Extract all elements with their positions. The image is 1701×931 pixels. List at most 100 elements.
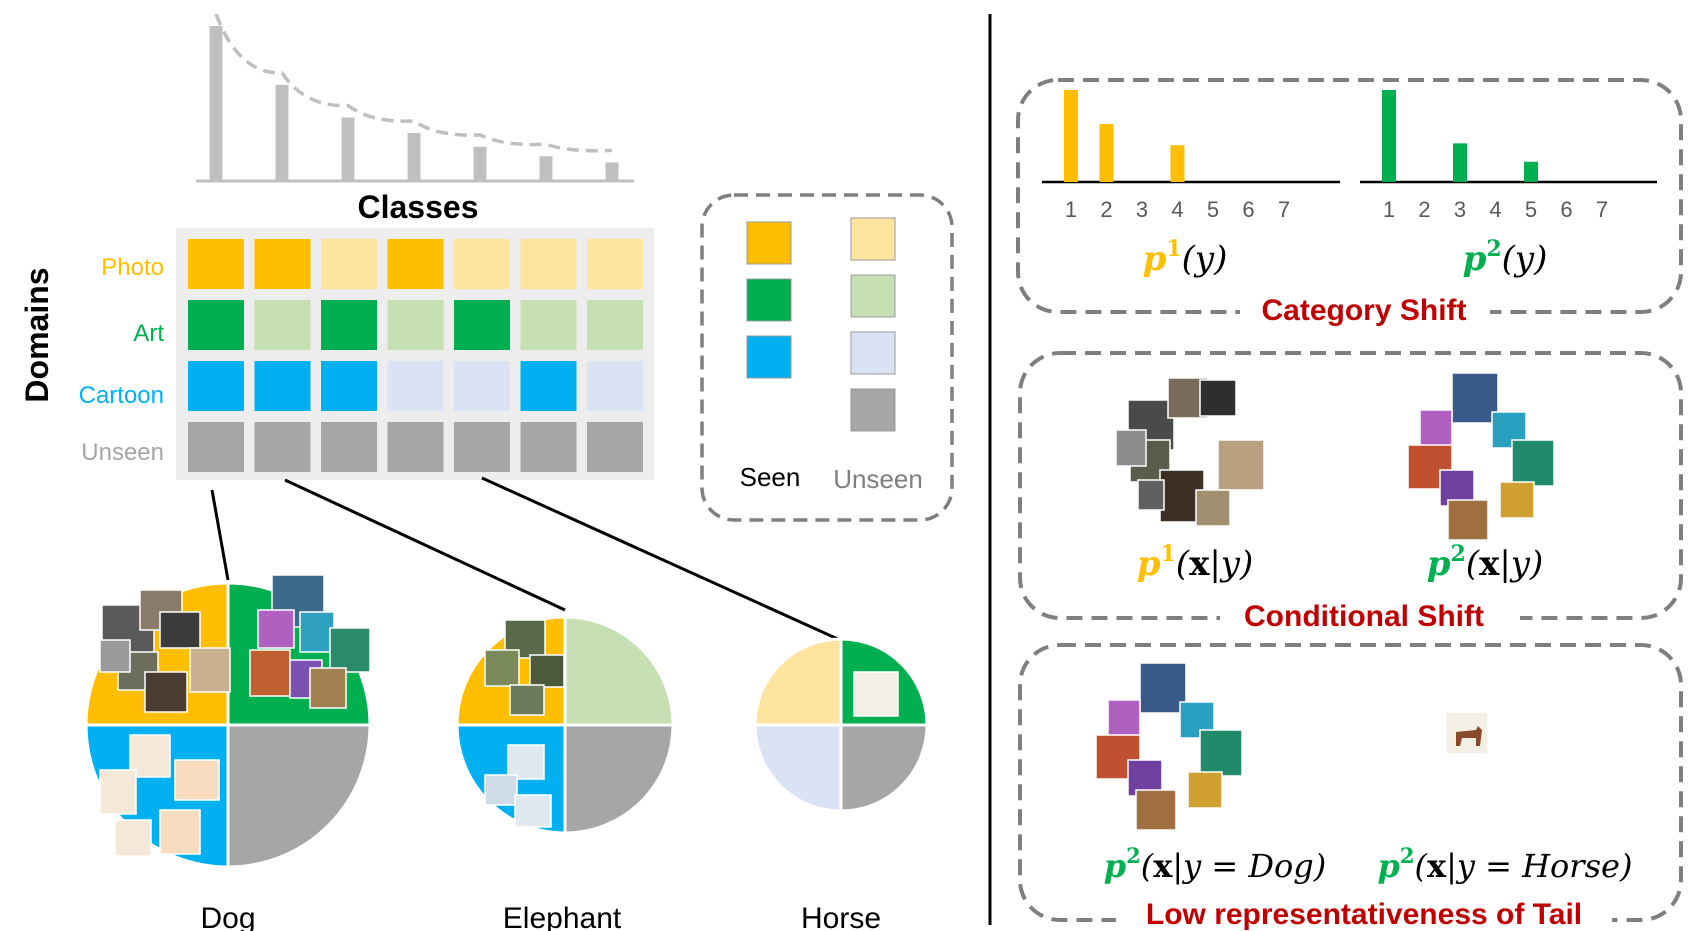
- legend-seen-swatch-cartoon: [746, 335, 792, 379]
- grid-cell-cartoon-4: [387, 361, 444, 411]
- grid-cell-art-3: [321, 300, 377, 350]
- low-rep-label-horse: p2(x|y = Horse): [1378, 843, 1633, 885]
- pie-image-thumbnail: [144, 671, 188, 713]
- long-tail-curve: [214, 13, 613, 153]
- grid-cell-cartoon-6: [520, 361, 577, 411]
- category-shift-tick-1-3: 3: [1136, 197, 1148, 222]
- pie-image-thumbnail: [189, 647, 231, 693]
- low-representativeness-title-bg: [1116, 898, 1612, 931]
- pie-horse-top-left: [753, 637, 843, 727]
- pie-label-dog: Dog: [200, 902, 255, 931]
- category-shift-bar-1-class-2: [1099, 124, 1114, 182]
- category-shift-tick-1-6: 6: [1242, 197, 1254, 222]
- category-shift-tick-1-4: 4: [1171, 197, 1183, 222]
- conditional-shift-box: [1018, 351, 1683, 620]
- domain-label-photo: Photo: [101, 254, 164, 281]
- grid-cell-unseen-5: [454, 422, 510, 472]
- domain-label-art: Art: [133, 320, 164, 347]
- conditional-label-2: p2(x|y): [1427, 541, 1544, 584]
- collage-image-thumbnail: [1135, 789, 1177, 831]
- grid-cell-art-7: [587, 300, 643, 350]
- collage-image-thumbnail: [1499, 481, 1535, 519]
- grid-cell-photo-1: [188, 239, 244, 289]
- long-tail-bar-4: [407, 132, 421, 181]
- collage-image-thumbnail: [1187, 771, 1223, 809]
- grid-cell-cartoon-5: [454, 361, 510, 411]
- grid-cell-unseen-1: [188, 422, 244, 472]
- collage-image-thumbnail: [1139, 662, 1187, 714]
- grid-cell-photo-4: [387, 239, 444, 289]
- grid-cell-cartoon-2: [254, 361, 311, 411]
- grid-cell-photo-2: [254, 239, 311, 289]
- domain-label-cartoon: Cartoon: [79, 382, 164, 409]
- pie-image-thumbnail: [299, 611, 335, 653]
- grid-cell-cartoon-3: [321, 361, 377, 411]
- class-pies: [84, 574, 929, 869]
- category-shift-title: Category Shift: [1261, 294, 1466, 327]
- conditional-shift-title: Conditional Shift: [1244, 600, 1484, 633]
- long-tail-bar-2: [275, 84, 289, 181]
- category-shift-tick-1-7: 7: [1278, 197, 1290, 222]
- grid-cell-photo-7: [587, 239, 643, 289]
- legend-unseen-swatch-photo_light: [850, 217, 896, 261]
- grid-cell-cartoon-1: [188, 361, 244, 411]
- category-shift-title-bg: [1240, 292, 1490, 332]
- pie-image-thumbnail: [99, 769, 137, 815]
- domains-title: Domains: [19, 267, 55, 402]
- category-shift-tick-2-5: 5: [1525, 197, 1537, 222]
- legend-seen-swatch-art: [746, 278, 792, 322]
- grid-cell-unseen-4: [387, 422, 444, 472]
- grid-cell-unseen-3: [321, 422, 377, 472]
- long-tail-bar-7: [605, 162, 619, 181]
- collage-image-thumbnail: [1451, 372, 1499, 424]
- category-shift-tick-1-5: 5: [1207, 197, 1219, 222]
- collage-image-thumbnail: [1199, 729, 1243, 777]
- category-shift-bar-1-class-1: [1064, 90, 1078, 182]
- connector-dog: [210, 489, 230, 581]
- pie-image-thumbnail: [159, 809, 201, 855]
- grid-cell-unseen-2: [254, 422, 311, 472]
- legend-box: [700, 193, 954, 522]
- pie-image-thumbnail: [509, 684, 545, 716]
- category-shift-bar-2-class-3: [1453, 143, 1467, 182]
- pie-image-thumbnail: [514, 794, 552, 828]
- grid-cell-unseen-6: [520, 422, 577, 472]
- category-shift-tick-2-6: 6: [1560, 197, 1572, 222]
- legend-unseen-swatch-cartoon_light: [850, 331, 896, 375]
- collage-image-thumbnail: [1447, 499, 1489, 541]
- connector-horse: [481, 476, 841, 642]
- pie-elephant-bottom-right: [563, 723, 675, 835]
- category-shift-bar-2-class-1: [1382, 90, 1396, 182]
- category-shift-tick-2-1: 1: [1383, 197, 1395, 222]
- grid-cell-art-1: [188, 300, 244, 350]
- long-tail-bar-3: [341, 117, 355, 181]
- pie-image-thumbnail: [257, 609, 295, 649]
- grid-cell-art-5: [454, 300, 510, 350]
- legend-unseen-label: Unseen: [833, 464, 923, 494]
- category-shift-tick-1-1: 1: [1065, 197, 1077, 222]
- pie-image-thumbnail: [329, 627, 371, 673]
- collage-image-thumbnail: [1199, 379, 1237, 417]
- pie-horse-bottom-left: [753, 723, 843, 813]
- category-shift-tick-2-4: 4: [1489, 197, 1501, 222]
- category-shift-tick-2-2: 2: [1418, 197, 1430, 222]
- pie-dog-bottom-right: [226, 723, 372, 869]
- pie-label-elephant: Elephant: [503, 902, 622, 931]
- grid-cell-photo-3: [321, 239, 377, 289]
- conditional-shift-title-bg: [1220, 598, 1520, 638]
- domain-class-grid: [188, 239, 643, 472]
- horse-thumbnail-figure: [1456, 726, 1482, 746]
- category-shift-label-1: p1(y): [1143, 236, 1228, 279]
- low-representativeness-title: Low representativeness of Tail: [1146, 898, 1582, 931]
- category-shift-tick-2-7: 7: [1596, 197, 1608, 222]
- pie-image-thumbnail: [114, 819, 152, 857]
- collage-image-thumbnail: [1195, 489, 1231, 527]
- pie-image-thumbnail: [507, 744, 545, 780]
- classes-title: Classes: [358, 189, 479, 225]
- low-rep-label-dog: p2(x|y = Dog): [1104, 843, 1326, 885]
- collage-image-thumbnail: [1107, 699, 1141, 737]
- category-shift-bar-1-class-4: [1170, 145, 1185, 182]
